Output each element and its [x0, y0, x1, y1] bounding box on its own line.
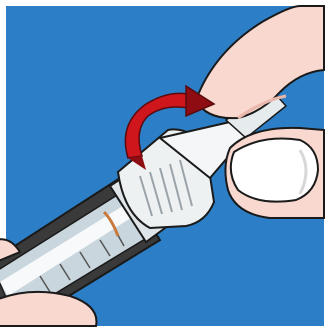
- thumb-icon: [225, 128, 324, 218]
